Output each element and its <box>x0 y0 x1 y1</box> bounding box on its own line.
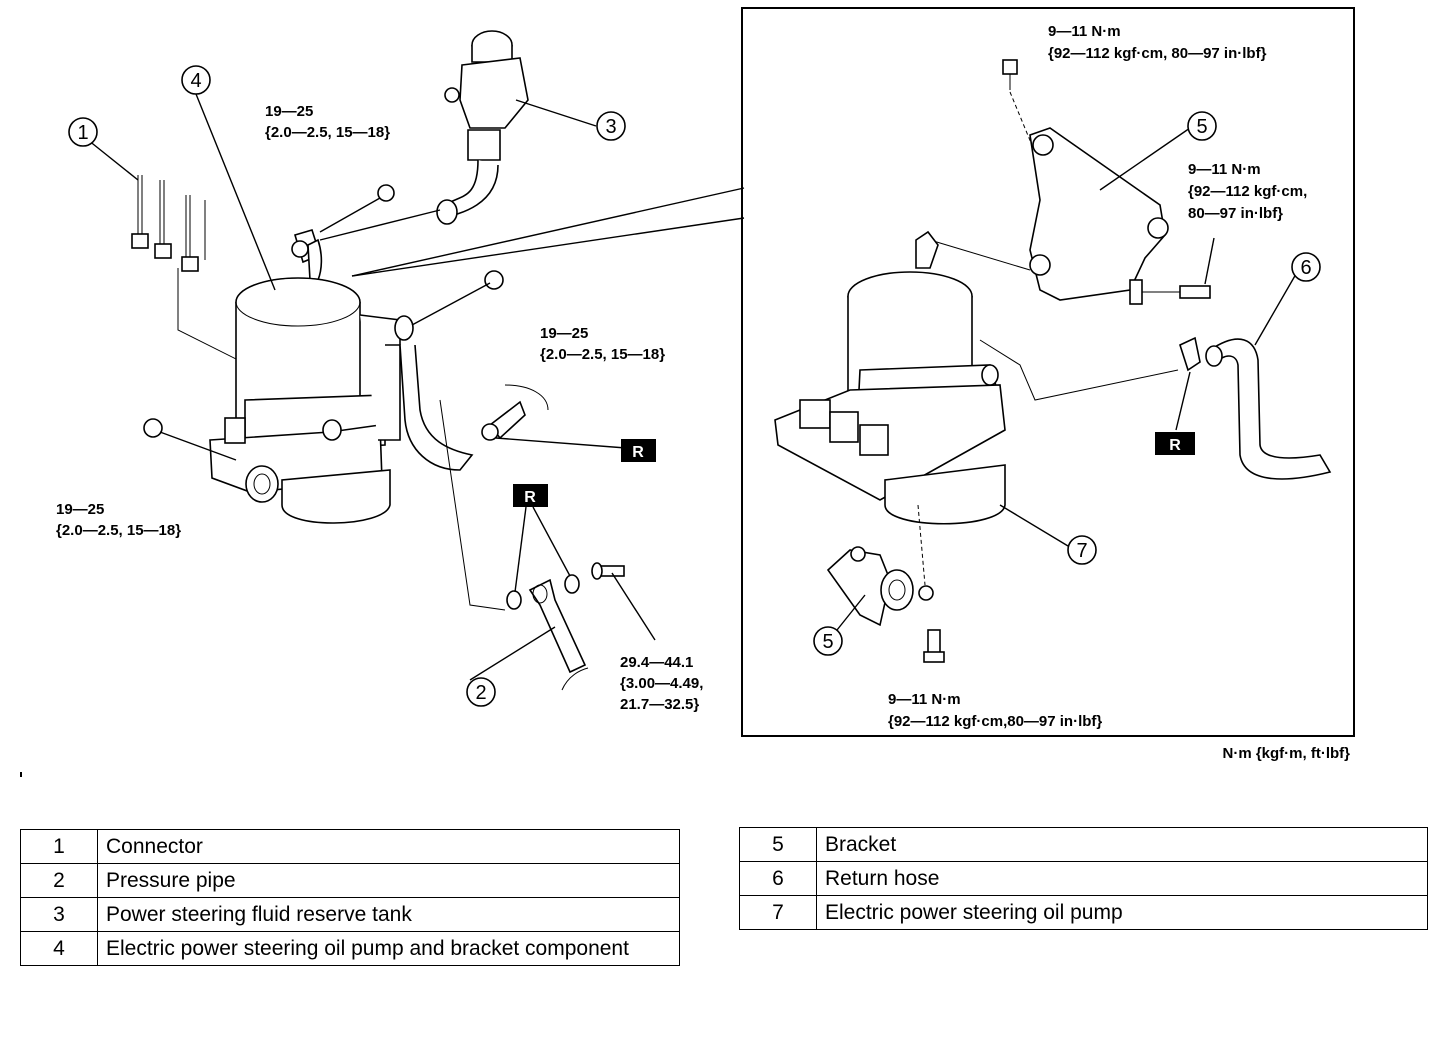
callout-1: 1 <box>68 117 98 147</box>
replace-badge: R <box>621 439 656 462</box>
replace-badge: R <box>1155 432 1195 455</box>
svg-text:7: 7 <box>1076 540 1087 562</box>
svg-text:R: R <box>632 444 644 461</box>
part-number: 1 <box>20 829 98 864</box>
pump-component-part <box>209 277 474 524</box>
callout-6: 6 <box>1291 252 1321 282</box>
part-name: Electric power steering oil pump <box>816 895 1428 930</box>
legend-table-left: 1 Connector 2 Pressure pipe 3 Power stee… <box>20 829 680 966</box>
callout-3: 3 <box>596 111 626 141</box>
reserve-tank-part <box>436 30 529 225</box>
main-assembly <box>131 30 625 691</box>
table-row: 5 Bracket <box>739 827 1428 862</box>
legend-table-right: 5 Bracket 6 Return hose 7 Electric power… <box>739 827 1428 930</box>
svg-text:5: 5 <box>822 631 833 653</box>
svg-text:4: 4 <box>190 70 201 92</box>
exploded-view-diagram: 1 4 3 2 R R 19—25 {2.0—2.5, 15—18} 19—25… <box>20 7 1355 777</box>
callout-7: 7 <box>1067 535 1097 565</box>
part-name: Pressure pipe <box>97 863 680 898</box>
svg-text:5: 5 <box>1196 116 1207 138</box>
torque-pipe-bolt: 29.4—44.1 {3.00—4.49, 21.7—32.5} <box>620 654 708 713</box>
part-number: 6 <box>739 861 817 896</box>
table-row: 1 Connector <box>20 829 680 864</box>
table-row: 2 Pressure pipe <box>20 863 680 898</box>
connector-part <box>131 175 259 371</box>
svg-text:2: 2 <box>475 682 486 704</box>
table-row: 6 Return hose <box>739 861 1428 896</box>
svg-text:6: 6 <box>1300 257 1311 279</box>
inset-frame <box>741 7 1355 737</box>
table-row: 7 Electric power steering oil pump <box>739 895 1428 930</box>
torque-inset-top: 9—11 N·m {92—112 kgf·cm, 80—97 in·lbf} <box>1048 23 1267 62</box>
part-name: Power steering fluid reserve tank <box>97 897 680 932</box>
torque-inset-mid: 9—11 N·m {92—112 kgf·cm, 80—97 in·lbf} <box>1188 161 1311 222</box>
table-row: 4 Electric power steering oil pump and b… <box>20 931 680 966</box>
part-number: 7 <box>739 895 817 930</box>
part-name: Bracket <box>816 827 1428 862</box>
part-name: Connector <box>97 829 680 864</box>
part-number: 4 <box>20 931 98 966</box>
svg-text:3: 3 <box>605 116 616 138</box>
svg-text:R: R <box>524 489 536 506</box>
replace-badge: R <box>513 484 548 507</box>
torque-right-nut: 19—25 {2.0—2.5, 15—18} <box>540 325 665 363</box>
callout-5-top: 5 <box>1187 111 1217 141</box>
svg-text:R: R <box>1169 437 1181 454</box>
torque-inset-bottom: 9—11 N·m {92—112 kgf·cm,80—97 in·lbf} <box>888 691 1102 730</box>
table-row: 3 Power steering fluid reserve tank <box>20 897 680 932</box>
svg-text:1: 1 <box>77 122 88 144</box>
callout-2: 2 <box>466 677 496 707</box>
part-name: Return hose <box>816 861 1428 896</box>
part-number: 5 <box>739 827 817 862</box>
part-number: 3 <box>20 897 98 932</box>
torque-tank-nut: 19—25 {2.0—2.5, 15—18} <box>265 103 390 141</box>
callout-4: 4 <box>181 65 211 95</box>
unit-note: N·m {kgf·m, ft·lbf} <box>1223 745 1351 762</box>
callout-5-bottom: 5 <box>813 626 843 656</box>
part-name: Electric power steering oil pump and bra… <box>97 931 680 966</box>
part-number: 2 <box>20 863 98 898</box>
inset-assembly <box>774 59 1332 663</box>
torque-left-bolt: 19—25 {2.0—2.5, 15—18} <box>56 501 181 539</box>
